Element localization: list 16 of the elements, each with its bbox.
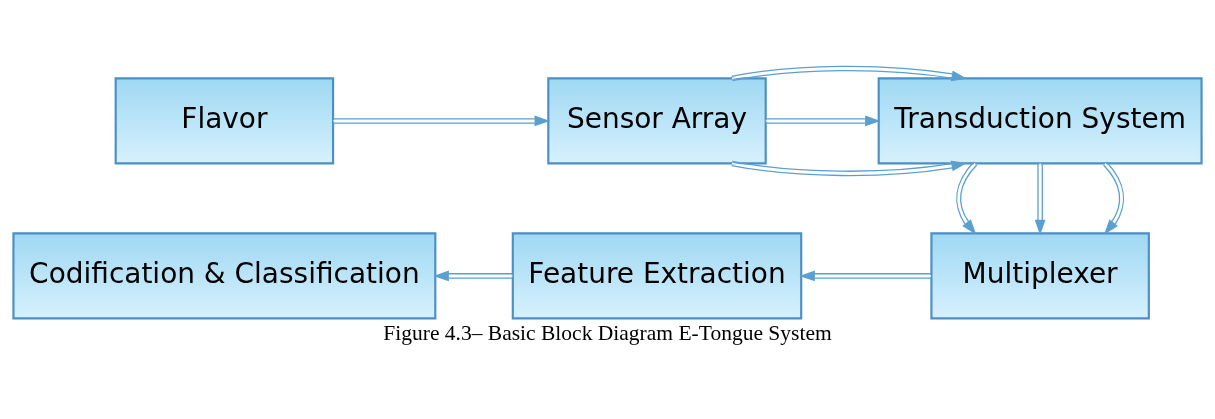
arrow	[730, 65, 967, 82]
arrow	[955, 161, 978, 235]
node-box: Flavor	[114, 77, 335, 165]
node-box: Multiplexer	[930, 232, 1150, 320]
arrow	[730, 160, 967, 177]
node-box: Codification & Classification	[12, 232, 437, 320]
arrow	[765, 115, 881, 127]
arrow	[1034, 162, 1046, 236]
arrow	[799, 270, 932, 282]
caption: Figure 4.3– Basic Block Diagram E-Tongue System	[383, 320, 832, 345]
node-box: Feature Extraction	[511, 232, 803, 320]
arrow	[433, 270, 514, 282]
node-box: Transduction System	[877, 77, 1203, 165]
node-box: Sensor Array	[547, 77, 767, 165]
arrow	[1102, 161, 1125, 235]
arrow	[332, 115, 550, 127]
